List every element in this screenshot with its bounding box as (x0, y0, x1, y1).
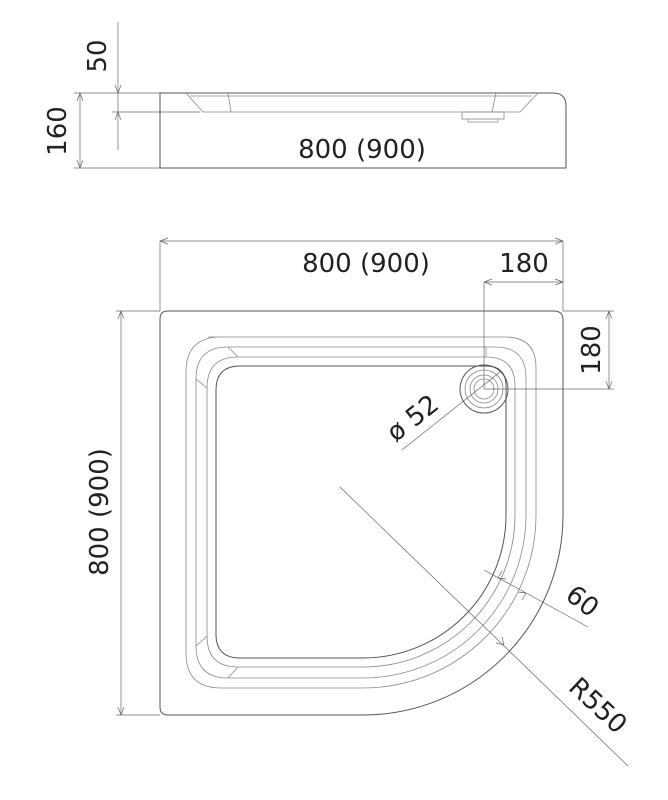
side-view: 160 50 800 (900) (43, 22, 567, 169)
tray-rim-outer (185, 336, 537, 689)
top-width-label: 800 (900) (302, 249, 430, 279)
tray-rim-inner (206, 356, 516, 668)
side-view-drain (461, 111, 505, 120)
radius-dimension: R550 (339, 486, 632, 767)
side-height-dimension: 160 (43, 92, 160, 169)
rim-width-label: 60 (560, 580, 605, 624)
side-view-edge-left (227, 92, 232, 113)
radius-label: R550 (562, 672, 632, 740)
drain-offset-y-label: 180 (577, 325, 607, 375)
side-height-label: 160 (43, 106, 73, 156)
side-depth-label: 50 (83, 39, 113, 72)
tray-basin (215, 365, 507, 659)
drain-diameter-label: ø 52 (381, 389, 445, 448)
drain-offset-x-label: 180 (499, 249, 549, 279)
drain-diameter-dimension: ø 52 (381, 371, 501, 451)
side-width-label: 800 (900) (298, 135, 426, 165)
top-view: 800 (900) 180 180 ø 52 800 ( (85, 237, 632, 767)
tray-outer-outline (159, 310, 564, 716)
side-view-edge-right (491, 92, 497, 113)
side-view-recess (185, 92, 539, 113)
top-width-dimension: 800 (900) (159, 237, 564, 311)
drain-offset-x-dimension: 180 (483, 249, 564, 389)
drain-offset-y-dimension: 180 (484, 310, 614, 390)
side-view-outline (159, 92, 567, 169)
top-height-dimension: 800 (900) (85, 310, 160, 716)
top-height-label: 800 (900) (85, 448, 115, 576)
tray-rim-middle (195, 346, 527, 679)
side-depth-dimension: 50 (83, 22, 200, 150)
